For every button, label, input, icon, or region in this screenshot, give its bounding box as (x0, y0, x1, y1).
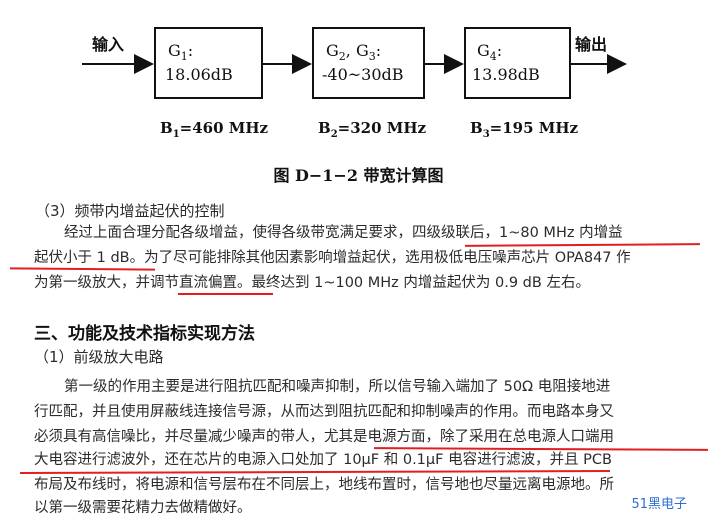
stage-2-gain-label: G2, G3: (326, 41, 381, 63)
bandwidth-diagram: 输入 G1: 18.06dB G2, G3: -40~30dB G4: 13.9… (82, 27, 627, 140)
stage-1-bandwidth: B1=460 MHz (160, 119, 269, 140)
stage-3-gain-value: 13.98dB (472, 65, 540, 84)
para2-line3: 必须具有高信噪比，并尽量减少噪声的带人，尤其是电源方面，除了采用在总电源人口端用 (34, 429, 614, 445)
section-heading: 三、功能及技术指标实现方法 (34, 324, 255, 344)
subsection-3-title: （3）频带内增益起伏的控制 (35, 202, 225, 220)
figure-caption: 图 D−1−2 带宽计算图 (273, 166, 444, 185)
para2-line2: 行匹配，并且使用屏蔽线连接信号源，从而达到阻抗匹配和抑制噪声的作用。而电路本身又 (34, 404, 614, 420)
stage-1-gain-value: 18.06dB (165, 65, 233, 84)
underline-mark (178, 293, 273, 295)
stage-1-gain-label: G1: (168, 41, 193, 63)
para2-line4: 大电容进行滤波外，还在芯片的电源入口处加了 10μF 和 0.1μF 电容进行滤… (34, 452, 613, 468)
para2-line5: 布局及布线时，将电源和信号层布在不同层上，地线布置时，信号地也尽量远离电源地。所 (34, 477, 614, 493)
stage-3-gain-label: G4: (477, 41, 502, 63)
stage-1-box (154, 27, 263, 99)
stage-3-box (464, 27, 571, 99)
para2-line1: 第一级的作用主要是进行阻抗匹配和噪声抑制，所以信号输入端加了 50Ω 电阻接地进 (64, 379, 611, 395)
input-label: 输入 (92, 35, 124, 54)
subsection-1-title: （1）前级放大电路 (34, 348, 164, 366)
underline-mark (9, 267, 156, 271)
stage-3-bandwidth: B3=195 MHz (470, 119, 579, 140)
watermark-logo: 51黑电子 (631, 497, 687, 512)
stage-2-gain-value: -40~30dB (322, 65, 404, 84)
para2-line6: 以第一级需要花精力去做精做好。 (34, 500, 252, 516)
para1-line3: 为第一级放大，并调节直流偏置。最终达到 1~100 MHz 内增益起伏为 0.9… (34, 275, 590, 291)
para1-line1: 经过上面合理分配各级增益，使得各级带宽满足要求，四级级联后，1~80 MHz 内… (64, 225, 623, 241)
para1-line2: 起伏小于 1 dB。为了尽可能排除其他因素影响增益起伏，选用极低电压噪声芯片 O… (34, 250, 631, 266)
stage-2-bandwidth: B2=320 MHz (318, 119, 427, 140)
output-label: 输出 (575, 35, 607, 54)
stage-2-box (312, 27, 425, 99)
